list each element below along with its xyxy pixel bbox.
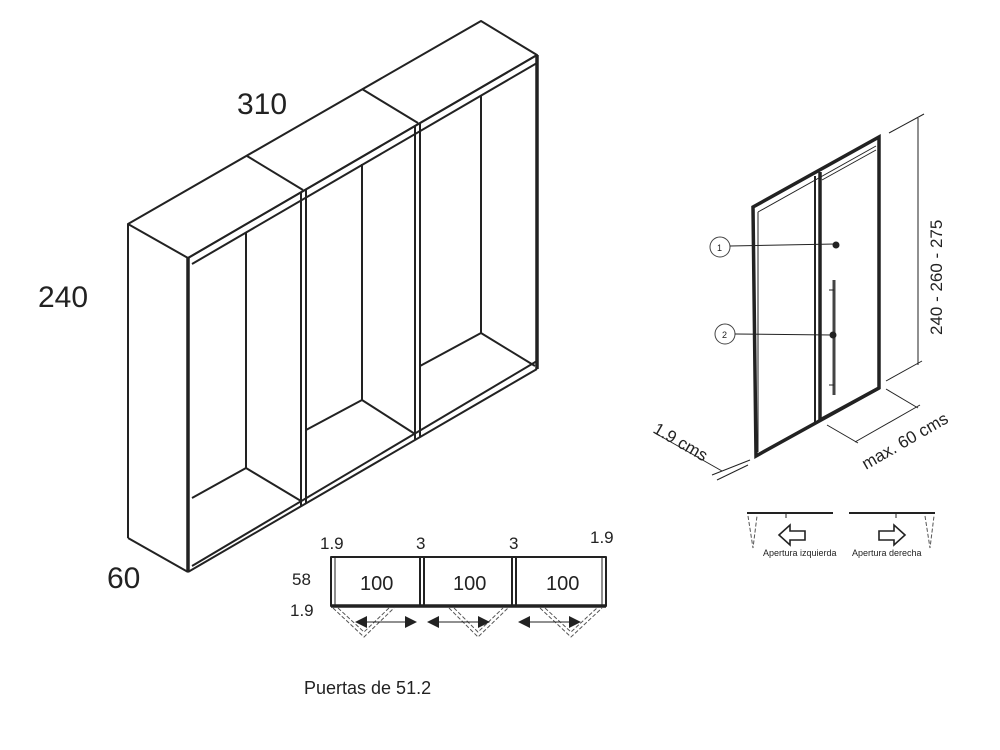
plan-caption: Puertas de 51.2 [304, 678, 431, 698]
door-height-label: 240 - 260 - 275 [927, 220, 946, 335]
door-detail [654, 113, 925, 481]
arrow-right-icon [878, 523, 907, 547]
callout-dot-2 [829, 331, 837, 339]
slide-arrow-1 [355, 616, 417, 628]
callout-dot-1 [832, 241, 840, 249]
opening-left-label: Apertura izquierda [763, 548, 837, 558]
door-width-label: max. 60 cms [859, 409, 952, 474]
door-thickness-label: 1.9 cms [650, 419, 711, 465]
wardrobe-height-label: 240 [38, 281, 88, 314]
wardrobe-width-label: 310 [237, 88, 287, 121]
wardrobe-depth-label: 60 [107, 562, 140, 595]
arrow-left-icon [777, 523, 806, 547]
callout-label-1: 1 [717, 243, 722, 253]
plan-side-thickness-right: 1.9 [590, 528, 614, 547]
callout-circle-1 [709, 236, 731, 258]
plan-depth-label: 58 [292, 570, 311, 589]
plan-module-width-1: 100 [360, 573, 393, 595]
plan-divider-left: 3 [416, 534, 425, 553]
slide-arrow-2 [427, 616, 490, 628]
wardrobe-isometric [127, 20, 539, 573]
plan-view [330, 556, 607, 638]
slide-arrow-3 [518, 616, 581, 628]
plan-side-thickness-left: 1.9 [320, 534, 344, 553]
opening-left [747, 512, 833, 549]
plan-module-width-2: 100 [453, 573, 486, 595]
plan-divider-right: 3 [509, 534, 518, 553]
opening-right [849, 512, 935, 549]
callout-label-2: 2 [722, 330, 727, 340]
plan-module-width-3: 100 [546, 573, 579, 595]
plan-door-thickness-label: 1.9 [290, 601, 314, 620]
opening-right-label: Apertura derecha [852, 548, 922, 558]
